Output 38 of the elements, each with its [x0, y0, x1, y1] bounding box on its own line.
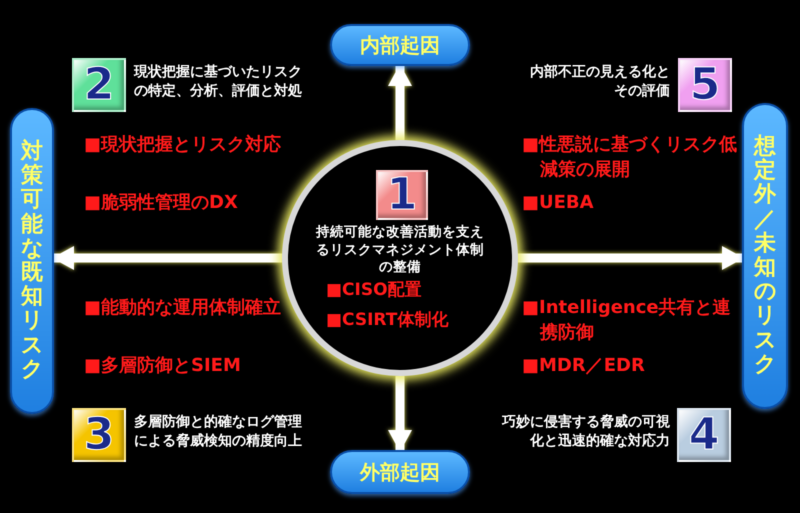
number-badge	[376, 170, 428, 220]
measure-item: ■脆弱性管理のDX	[84, 191, 238, 215]
arrow	[388, 376, 412, 452]
risk-category-pill	[10, 108, 54, 414]
badge-number: 1	[386, 173, 418, 217]
badge-number: 4	[688, 413, 720, 457]
badge-description: 現状把握に基づいたリスクの特定、分析、評価と対処	[134, 63, 303, 101]
number-badge	[678, 58, 732, 112]
pill-label: 外部起因	[360, 458, 440, 486]
measure-item: ■能動的な運用体制確立	[84, 296, 282, 320]
arrow	[518, 246, 744, 270]
pill-label: 対策可能な既知リスク	[21, 140, 43, 382]
measure-item: ■多層防御とSIEM	[84, 354, 241, 378]
badge-description: 巧妙に侵害する脅威の可視化と迅速的確な対応力	[500, 413, 670, 451]
center-circle	[282, 140, 518, 376]
measure-item: ■Intelligence共有と連携防御	[522, 296, 732, 346]
pill-label: 内部起因	[360, 32, 440, 58]
measure-item: ■現状把握とリスク対応	[84, 133, 282, 157]
number-badge	[677, 408, 731, 462]
badge-number: 2	[84, 63, 114, 107]
number-badge	[72, 408, 126, 462]
badge-description: 多層防御と的確なログ管理による脅威検知の精度向上	[134, 413, 303, 451]
measure-item: ■性悪説に基づくリスク低減策の展開	[522, 133, 738, 182]
cause-pill	[330, 24, 470, 66]
risk-category-pill	[742, 103, 788, 409]
arrow	[388, 64, 412, 140]
measure-item: ■MDR／EDR	[522, 354, 645, 378]
center-bullet: ■CSIRT体制化	[326, 309, 448, 331]
arrow	[52, 246, 282, 270]
center-bullet: ■CISO配置	[326, 279, 422, 301]
cause-pill	[330, 450, 470, 494]
pill-label: 想定外／未知のリスク	[754, 135, 776, 377]
measure-item: ■UEBA	[522, 191, 594, 215]
badge-number: 3	[84, 413, 114, 457]
badge-description: 内部不正の見える化とその評価	[529, 63, 670, 101]
number-badge	[72, 58, 126, 112]
center-heading: 持続可能な改善活動を支えるリスクマネジメント体制の整備	[316, 224, 484, 277]
badge-number: 5	[690, 63, 720, 107]
